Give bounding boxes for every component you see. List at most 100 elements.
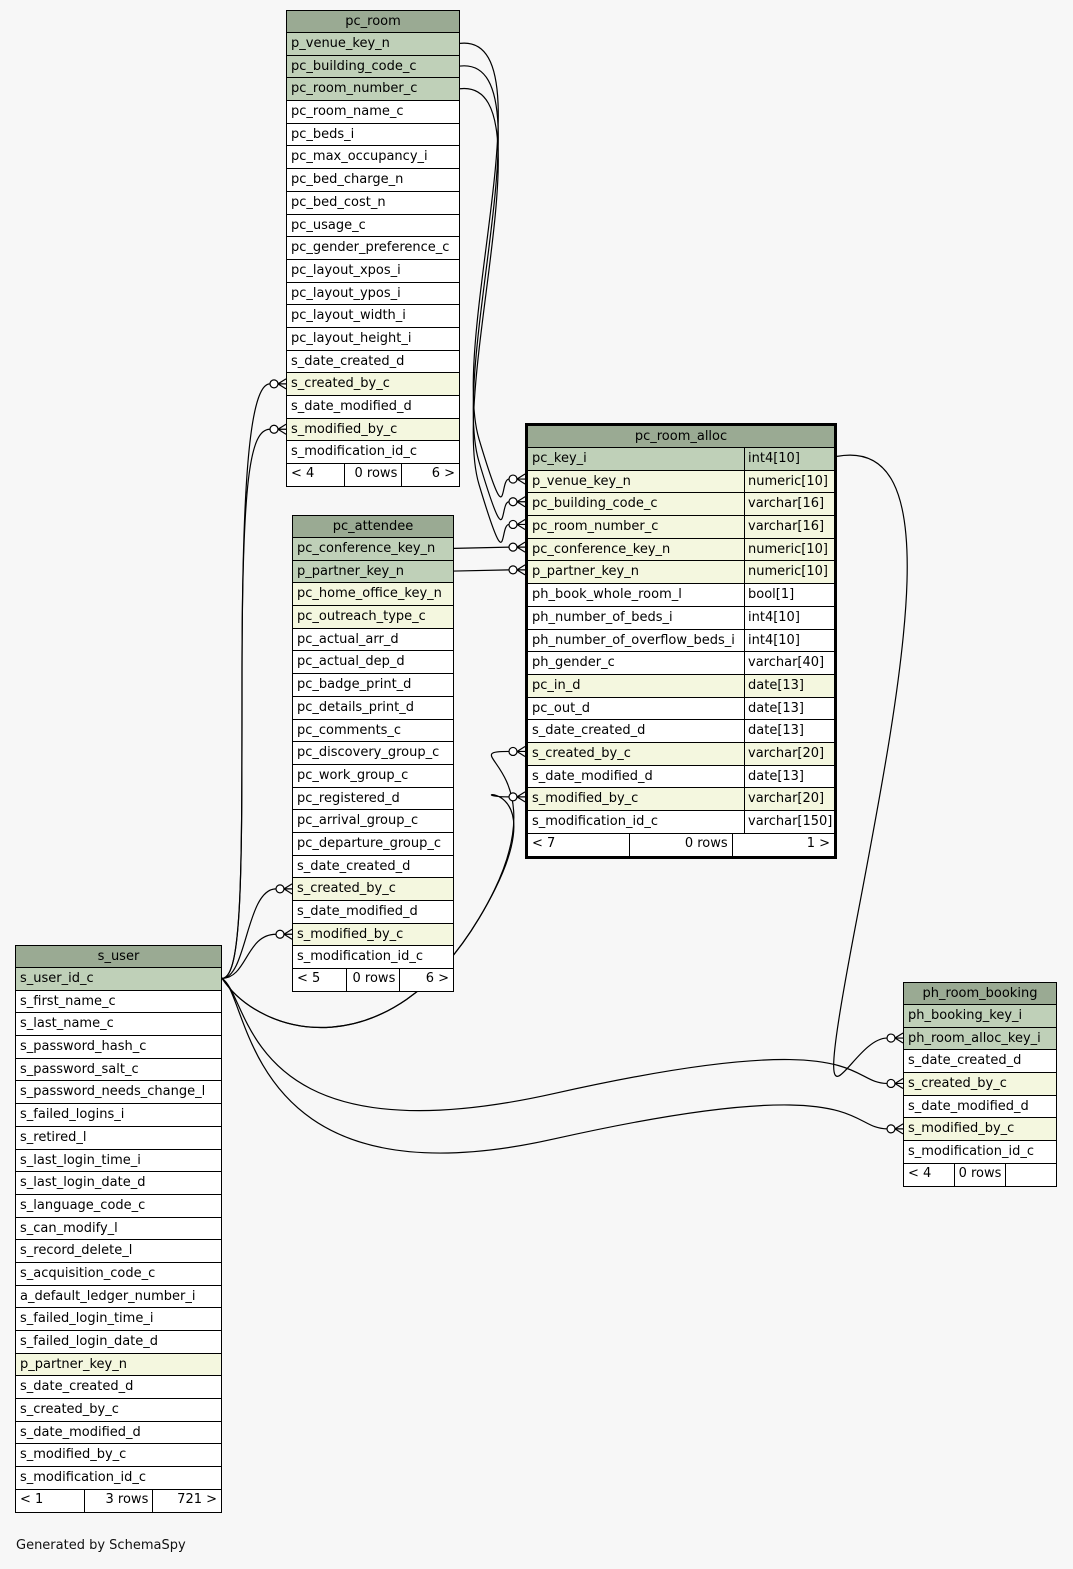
- column-row[interactable]: pc_conference_key_n: [293, 538, 453, 561]
- column-name: pc_departure_group_c: [297, 835, 442, 851]
- table-title[interactable]: pc_room_alloc: [528, 426, 834, 448]
- column-row[interactable]: ph_room_alloc_key_i: [904, 1027, 1056, 1051]
- column-row[interactable]: s_record_delete_l: [16, 1240, 221, 1263]
- column-row[interactable]: s_created_by_c: [16, 1399, 221, 1422]
- column-row[interactable]: pc_badge_print_d: [293, 674, 453, 697]
- column-row[interactable]: pc_registered_d: [293, 788, 453, 811]
- column-row[interactable]: s_modification_id_c: [293, 946, 453, 970]
- column-row[interactable]: p_venue_key_n: [287, 33, 459, 56]
- column-row[interactable]: s_date_modified_d: [904, 1096, 1056, 1119]
- column-row[interactable]: pc_discovery_group_c: [293, 742, 453, 765]
- column-row[interactable]: s_acquisition_code_c: [16, 1263, 221, 1286]
- column-row[interactable]: s_last_name_c: [16, 1013, 221, 1037]
- column-row[interactable]: s_failed_login_date_d: [16, 1331, 221, 1354]
- column-row[interactable]: pc_room_name_c: [287, 101, 459, 124]
- column-row[interactable]: s_modified_by_c: [904, 1118, 1056, 1142]
- column-row[interactable]: s_last_login_time_i: [16, 1150, 221, 1173]
- table-title[interactable]: pc_attendee: [293, 516, 453, 538]
- column-row[interactable]: s_password_salt_c: [16, 1059, 221, 1082]
- column-row[interactable]: pc_room_number_c: [287, 78, 459, 102]
- column-row[interactable]: pc_max_occupancy_i: [287, 146, 459, 170]
- column-row[interactable]: s_last_login_date_d: [16, 1172, 221, 1195]
- column-row[interactable]: s_retired_l: [16, 1127, 221, 1150]
- column-row[interactable]: s_created_by_c: [904, 1073, 1056, 1096]
- column-row[interactable]: p_partner_key_n: [16, 1353, 221, 1377]
- column-row[interactable]: pc_comments_c: [293, 720, 453, 743]
- column-row[interactable]: s_date_created_d: [904, 1050, 1056, 1074]
- column-row[interactable]: s_modification_id_c: [904, 1141, 1056, 1164]
- column-row[interactable]: pc_outreach_type_c: [293, 606, 453, 629]
- column-row[interactable]: s_date_created_d: [287, 351, 459, 374]
- table-title[interactable]: s_user: [16, 946, 221, 968]
- column-row[interactable]: a_default_ledger_number_i: [16, 1286, 221, 1309]
- column-row[interactable]: s_first_name_c: [16, 991, 221, 1014]
- column-row[interactable]: s_language_code_c: [16, 1195, 221, 1218]
- column-row[interactable]: pc_bed_cost_n: [287, 192, 459, 215]
- table-title[interactable]: pc_room: [287, 11, 459, 33]
- column-row[interactable]: ph_booking_key_i: [904, 1005, 1056, 1028]
- column-row[interactable]: s_date_modified_d: [287, 396, 459, 419]
- relationship-line: [833, 454, 908, 1077]
- column-row[interactable]: pc_layout_xpos_i: [287, 260, 459, 283]
- column-row[interactable]: pc_layout_ypos_i: [287, 283, 459, 306]
- column-row[interactable]: s_modified_by_c: [16, 1444, 221, 1468]
- column-row[interactable]: pc_building_code_c: [287, 55, 459, 79]
- column-row[interactable]: pc_actual_dep_d: [293, 651, 453, 675]
- crows-foot-marker: [894, 1032, 904, 1044]
- column-row[interactable]: s_created_by_c: [287, 373, 459, 396]
- column-row[interactable]: s_date_modified_d: [293, 901, 453, 924]
- column-row[interactable]: pc_gender_preference_c: [287, 237, 459, 260]
- column-name: s_modified_by_c: [908, 1121, 1015, 1137]
- column-row[interactable]: pc_usage_c: [287, 215, 459, 238]
- table-title[interactable]: ph_room_booking: [904, 983, 1056, 1005]
- column-row[interactable]: s_can_modify_l: [16, 1218, 221, 1241]
- column-row[interactable]: pc_work_group_c: [293, 765, 453, 788]
- column-row[interactable]: s_modified_by_c: [293, 923, 453, 947]
- column-row[interactable]: s_failed_logins_i: [16, 1104, 221, 1127]
- column-row[interactable]: s_password_hash_c: [16, 1036, 221, 1059]
- column-row[interactable]: pc_departure_group_c: [293, 833, 453, 856]
- column-row[interactable]: pc_bed_charge_n: [287, 169, 459, 192]
- column-row[interactable]: s_date_created_d: [16, 1376, 221, 1400]
- column-row[interactable]: pc_layout_width_i: [287, 305, 459, 328]
- column-row[interactable]: s_password_needs_change_l: [16, 1081, 221, 1105]
- column-row[interactable]: s_failed_login_time_i: [16, 1308, 221, 1331]
- column-row[interactable]: s_user_id_c: [16, 968, 221, 991]
- column-row[interactable]: s_date_modified_d: [16, 1422, 221, 1445]
- column-row[interactable]: pc_beds_i: [287, 124, 459, 147]
- column-row[interactable]: s_created_by_c: [293, 878, 453, 901]
- column-row[interactable]: s_modification_id_c: [16, 1467, 221, 1490]
- column-row[interactable]: s_modified_by_c: [287, 418, 459, 442]
- column-row[interactable]: p_partner_key_n: [293, 560, 453, 584]
- column-row[interactable]: s_date_created_d: [293, 856, 453, 879]
- column-row[interactable]: pc_layout_height_i: [287, 328, 459, 351]
- column-row[interactable]: pc_details_print_d: [293, 697, 453, 720]
- column-row[interactable]: s_modification_id_c: [287, 441, 459, 465]
- column-row[interactable]: pc_actual_arr_d: [293, 629, 453, 652]
- column-row[interactable]: pc_home_office_key_n: [293, 583, 453, 607]
- column-row[interactable]: pc_arrival_group_c: [293, 810, 453, 833]
